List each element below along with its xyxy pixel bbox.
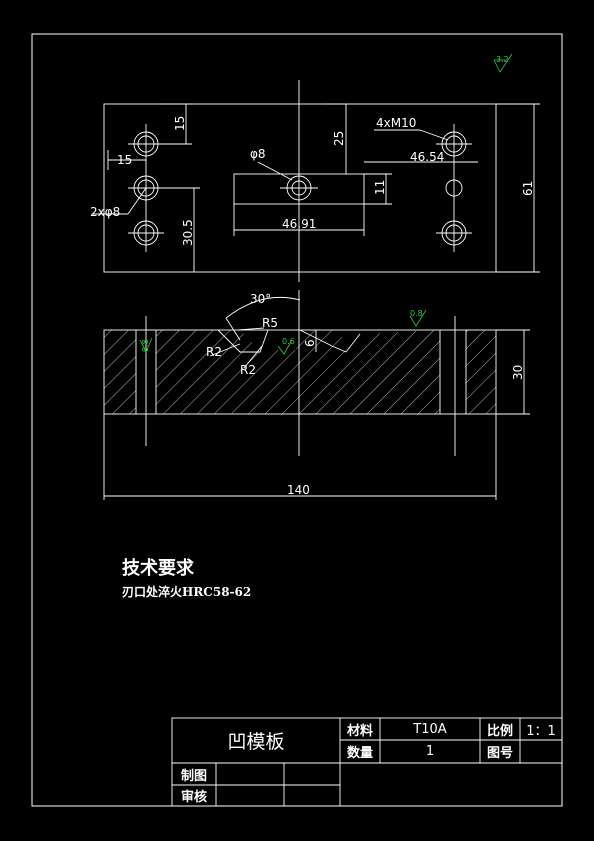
dim-11: 11 [373,180,387,195]
roughness-left: 0.8 [141,339,150,352]
dim-r5: R5 [262,316,278,330]
right-holes [436,124,472,252]
dim-61: 61 [521,181,535,196]
dim-30-degree: 30° [250,292,271,306]
dim-15-vertical: 15 [173,116,187,131]
roughness-mid: 0.6 [282,337,295,346]
dim-15-horizontal: 15 [117,153,132,167]
scale-value: 1：1 [526,723,556,739]
dim-6: 6 [303,339,317,347]
drawing-border [31,33,563,807]
roughness-right: 0.8 [410,309,423,318]
dim-46-91: 46.91 [282,217,316,231]
dim-2x8-holes: 2xφ8 [90,205,120,219]
drawn-label: 制图 [180,768,207,784]
checked-label: 审核 [180,790,207,805]
material-label: 材料 [346,723,373,739]
roughness-symbol-top-right [493,53,513,73]
dim-4xm10: 4xM10 [376,116,416,130]
front-view-dim-labels: 30° R5 R2 R2 6 30 140 [206,292,525,497]
dim-30-5: 30.5 [181,219,195,246]
notes-line: 刃口处淬火HRC58-62 [122,585,252,599]
scale-label: 比例 [486,723,513,739]
cavity-outline [233,173,365,205]
dim-25: 25 [332,131,346,146]
dim-46-54: 46.54 [410,150,444,164]
dim-phi8: φ8 [250,147,266,161]
title-block-grid [171,717,563,807]
drawing-no-label: 图号 [486,746,513,761]
dim-r2-b: R2 [240,363,256,377]
material-value: T10A [413,721,447,737]
part-name: 凹模板 [227,731,285,753]
quantity-label: 数量 [346,746,373,761]
dim-140: 140 [287,483,310,497]
notes-title: 技术要求 [122,558,194,579]
top-view-dim-labels: 15 15 2xφ8 30.5 φ8 25 11 46.91 4xM10 46.… [90,116,535,246]
dim-30: 30 [511,365,525,380]
front-view [103,290,530,500]
top-view-outline [103,103,497,273]
top-view [92,80,540,282]
roughness-symbols [139,309,427,355]
dim-r2-a: R2 [206,345,222,359]
quantity-value: 1 [425,744,435,759]
front-view-section [104,330,496,414]
roughness-top-right: 3.2 [496,55,509,64]
